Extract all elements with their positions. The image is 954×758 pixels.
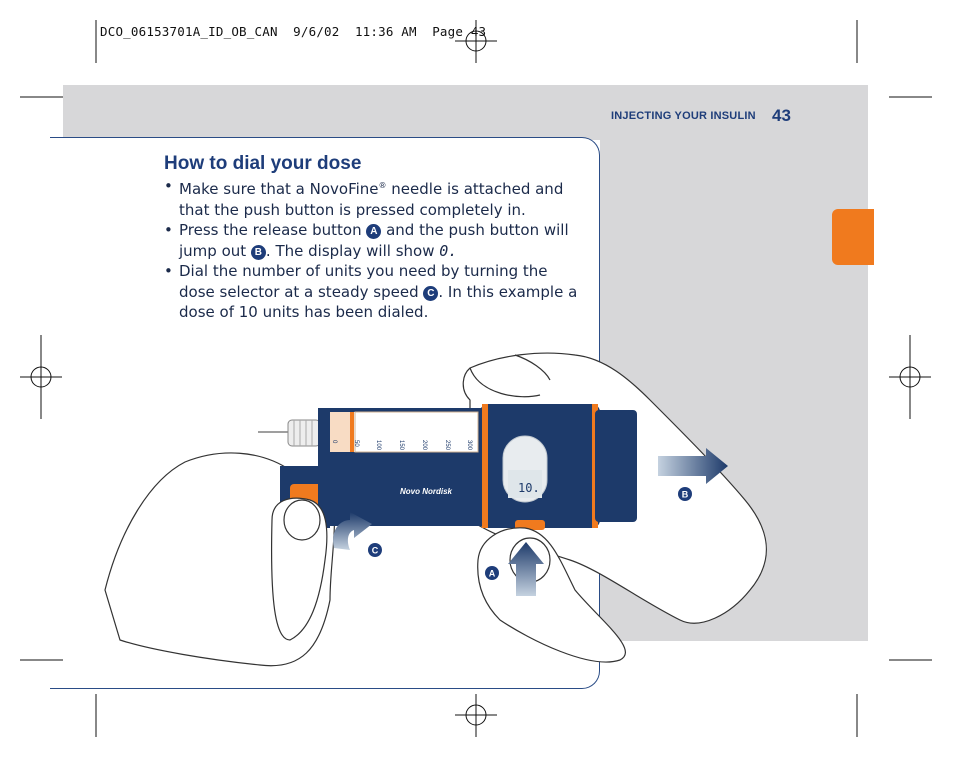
list-item: Make sure that a NovoFine® needle is att… xyxy=(164,176,584,220)
scale-tick-label: 50 xyxy=(353,440,359,447)
registered-mark: ® xyxy=(378,181,387,190)
callouts xyxy=(368,487,692,580)
bullet-text: and the push button will jump out xyxy=(179,221,569,260)
scale-tick-label: 150 xyxy=(398,440,404,451)
callout-a-label: A xyxy=(489,569,496,579)
scale-tick-label: 300 xyxy=(466,440,472,451)
push-button-arrow xyxy=(658,448,728,484)
dose-display: 10. xyxy=(518,481,540,495)
page-title: How to dial your dose xyxy=(164,153,362,174)
crop-marks xyxy=(20,20,932,737)
callout-c-label: C xyxy=(372,546,379,556)
cartridge-scale: 0 50 100 150 200 250 300 xyxy=(331,440,472,451)
pen-body xyxy=(280,404,637,530)
bullet-text: . The display will show xyxy=(265,241,440,260)
chapter-tab xyxy=(832,209,874,265)
brand-logo: Novo Nordisk xyxy=(400,487,453,496)
callout-b-label: B xyxy=(682,490,689,500)
scale-tick-label: 0 xyxy=(331,440,337,444)
callout-marker-c: C xyxy=(423,285,439,301)
callout-marker-a: A xyxy=(366,224,382,239)
arrows xyxy=(333,448,728,596)
scale-tick-label: 100 xyxy=(375,440,381,451)
scale-tick-label: 250 xyxy=(444,440,450,451)
display-symbol: 0. xyxy=(439,241,458,260)
release-button-arrow xyxy=(508,542,544,596)
dose-selector-arrow xyxy=(333,512,372,550)
list-item: Dial the number of units you need by tur… xyxy=(164,261,584,323)
page-number: 43 xyxy=(772,106,791,125)
bullet-text: Dial the number of units you need by tur… xyxy=(179,262,548,301)
pen-needle xyxy=(258,419,321,447)
list-item: Press the release button A and the push … xyxy=(164,220,584,261)
print-slug: DCO_06153701A_ID_OB_CAN 9/6/02 11:36 AM … xyxy=(100,24,487,39)
instruction-list: Make sure that a NovoFine® needle is att… xyxy=(164,176,584,323)
callout-marker-b: B xyxy=(250,244,266,260)
scale-tick-label: 200 xyxy=(421,440,427,451)
section-label: INJECTING YOUR INSULIN xyxy=(611,110,756,122)
bullet-text: Make sure that a NovoFine xyxy=(179,180,379,198)
bullet-text: Press the release button xyxy=(179,221,367,239)
bullet-text: . In this example a dose of 10 units has… xyxy=(179,282,578,322)
bullet-text: needle is attached and that the push but… xyxy=(179,180,564,219)
